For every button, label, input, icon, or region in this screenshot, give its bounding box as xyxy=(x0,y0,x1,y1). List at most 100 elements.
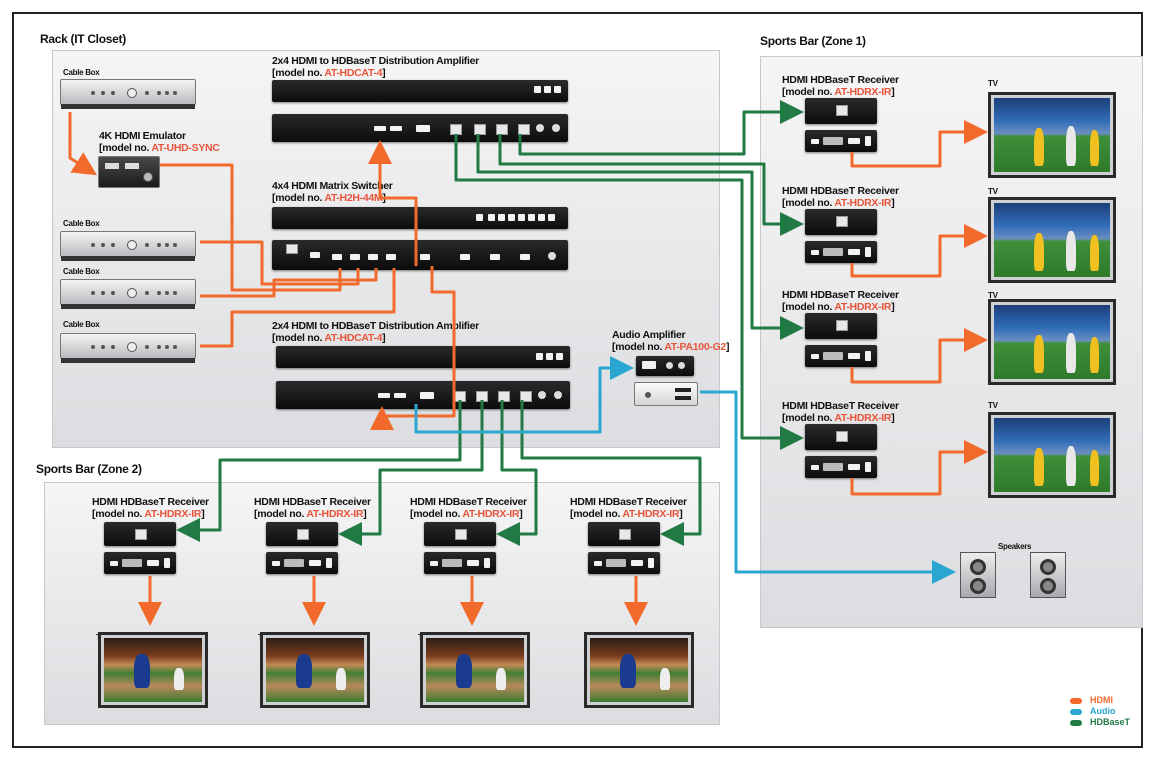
model-prefix: [model no. xyxy=(272,67,325,79)
model-prefix: [model no. xyxy=(410,508,463,520)
hdbaset-receiver-rear xyxy=(588,552,660,574)
tv-label: TV xyxy=(988,401,998,410)
amp-front xyxy=(636,356,694,376)
da-bottom-rear xyxy=(276,381,570,409)
tv-screen xyxy=(260,632,370,708)
hdbaset-receiver-rear xyxy=(104,552,176,574)
hdbaset-receiver-rear xyxy=(805,345,877,367)
model-suffix: ] xyxy=(891,412,895,424)
tv-label: TV xyxy=(988,187,998,196)
cable-box xyxy=(60,79,196,109)
model-prefix: [model no. xyxy=(612,341,665,353)
audio-wire xyxy=(414,356,634,434)
receiver-model: AT-HDRX-IR xyxy=(834,301,892,313)
receiver-name: HDMI HDBaseT Receiver xyxy=(410,496,527,508)
da-bottom-model: AT-HDCAT-4 xyxy=(324,332,383,344)
model-prefix: [model no. xyxy=(272,332,325,344)
receiver-model: AT-HDRX-IR xyxy=(834,197,892,209)
hdmi-wire xyxy=(850,224,988,278)
receiver-name: HDMI HDBaseT Receiver xyxy=(782,185,899,197)
matrix-rear xyxy=(272,240,568,270)
hdmi-wire xyxy=(850,120,988,168)
model-prefix: [model no. xyxy=(272,192,325,204)
legend-swatch-hdmi xyxy=(1070,698,1082,704)
hdbaset-receiver xyxy=(805,209,877,235)
hdbaset-receiver xyxy=(805,424,877,450)
tv-screen xyxy=(98,632,208,708)
da-top-model: AT-HDCAT-4 xyxy=(324,67,383,79)
receiver-name: HDMI HDBaseT Receiver xyxy=(254,496,371,508)
receiver-model: AT-HDRX-IR xyxy=(144,508,202,520)
hdbaset-wire xyxy=(498,134,804,236)
model-prefix: [model no. xyxy=(782,301,835,313)
tv-label: TV xyxy=(988,291,998,300)
emulator-name: 4K HDMI Emulator xyxy=(99,130,186,142)
receiver-model: AT-HDRX-IR xyxy=(834,412,892,424)
matrix-front xyxy=(272,207,568,229)
receiver-label: HDMI HDBaseT Receiver [model no. AT-HDRX… xyxy=(782,185,899,209)
hdbaset-wire xyxy=(520,400,702,546)
receiver-label: HDMI HDBaseT Receiver [model no. AT-HDRX… xyxy=(410,496,527,520)
cable-box-label: Cable Box xyxy=(63,219,100,228)
emulator-label: 4K HDMI Emulator [model no. AT-UHD-SYNC xyxy=(99,130,220,154)
amp-model: AT-PA100-G2 xyxy=(664,341,726,353)
hdmi-wire xyxy=(368,140,418,266)
receiver-label: HDMI HDBaseT Receiver [model no. AT-HDRX… xyxy=(92,496,209,520)
hdmi-wire xyxy=(68,112,98,176)
da-top-name: 2x4 HDMI to HDBaseT Distribution Amplifi… xyxy=(272,55,479,67)
tv-screen xyxy=(988,92,1116,178)
hdbaset-wire xyxy=(454,134,804,450)
hdmi-wire xyxy=(850,440,988,496)
speakers-label: Speakers xyxy=(998,542,1032,551)
hdbaset-receiver-rear xyxy=(805,130,877,152)
receiver-model: AT-HDRX-IR xyxy=(622,508,680,520)
model-suffix: ] xyxy=(679,508,683,520)
legend-swatch-hdbaset xyxy=(1070,720,1082,726)
hdbaset-receiver xyxy=(805,98,877,124)
tv-screen xyxy=(988,197,1116,283)
hdbaset-wire xyxy=(176,400,462,542)
amp-label: Audio Amplifier [model no. AT-PA100-G2] xyxy=(612,329,730,353)
model-suffix: ] xyxy=(891,301,895,313)
audio-wire xyxy=(700,390,956,584)
hdbaset-wire xyxy=(496,400,538,546)
model-prefix: [model no. xyxy=(782,86,835,98)
cable-box xyxy=(60,279,196,309)
tv-label: TV xyxy=(988,79,998,88)
cable-box xyxy=(60,231,196,261)
cable-box-label: Cable Box xyxy=(63,68,100,77)
emulator-model: AT-UHD-SYNC xyxy=(151,142,220,154)
zone2-title: Sports Bar (Zone 2) xyxy=(36,462,142,476)
cable-box-label: Cable Box xyxy=(63,320,100,329)
rack-zone-title: Rack (IT Closet) xyxy=(40,32,126,46)
tv-screen xyxy=(584,632,694,708)
model-prefix: [model no. xyxy=(782,197,835,209)
da-top-label: 2x4 HDMI to HDBaseT Distribution Amplifi… xyxy=(272,55,479,79)
hdmi-wire xyxy=(200,240,360,286)
tv-screen xyxy=(420,632,530,708)
hdmi-emulator xyxy=(98,156,160,188)
da-bottom-front xyxy=(276,346,570,368)
hdbaset-wire xyxy=(476,134,804,340)
legend-label-audio: Audio xyxy=(1090,706,1116,716)
cable-box-label: Cable Box xyxy=(63,267,100,276)
matrix-label: 4x4 HDMI Matrix Switcher [model no. AT-H… xyxy=(272,180,393,204)
hdbaset-receiver-rear xyxy=(805,456,877,478)
tv-screen xyxy=(988,299,1116,385)
receiver-name: HDMI HDBaseT Receiver xyxy=(782,289,899,301)
speaker xyxy=(960,552,996,598)
legend-swatch-audio xyxy=(1070,709,1082,715)
receiver-name: HDMI HDBaseT Receiver xyxy=(92,496,209,508)
model-suffix: ] xyxy=(725,341,730,353)
hdbaset-receiver xyxy=(588,522,660,546)
model-suffix: ] xyxy=(382,332,386,344)
legend-label-hdbaset: HDBaseT xyxy=(1090,717,1131,727)
receiver-name: HDMI HDBaseT Receiver xyxy=(782,74,899,86)
receiver-model: AT-HDRX-IR xyxy=(834,86,892,98)
receiver-model: AT-HDRX-IR xyxy=(306,508,364,520)
hdmi-wire xyxy=(200,268,378,298)
hdbaset-receiver-rear xyxy=(266,552,338,574)
hdbaset-receiver xyxy=(104,522,176,546)
model-suffix: ] xyxy=(519,508,523,520)
